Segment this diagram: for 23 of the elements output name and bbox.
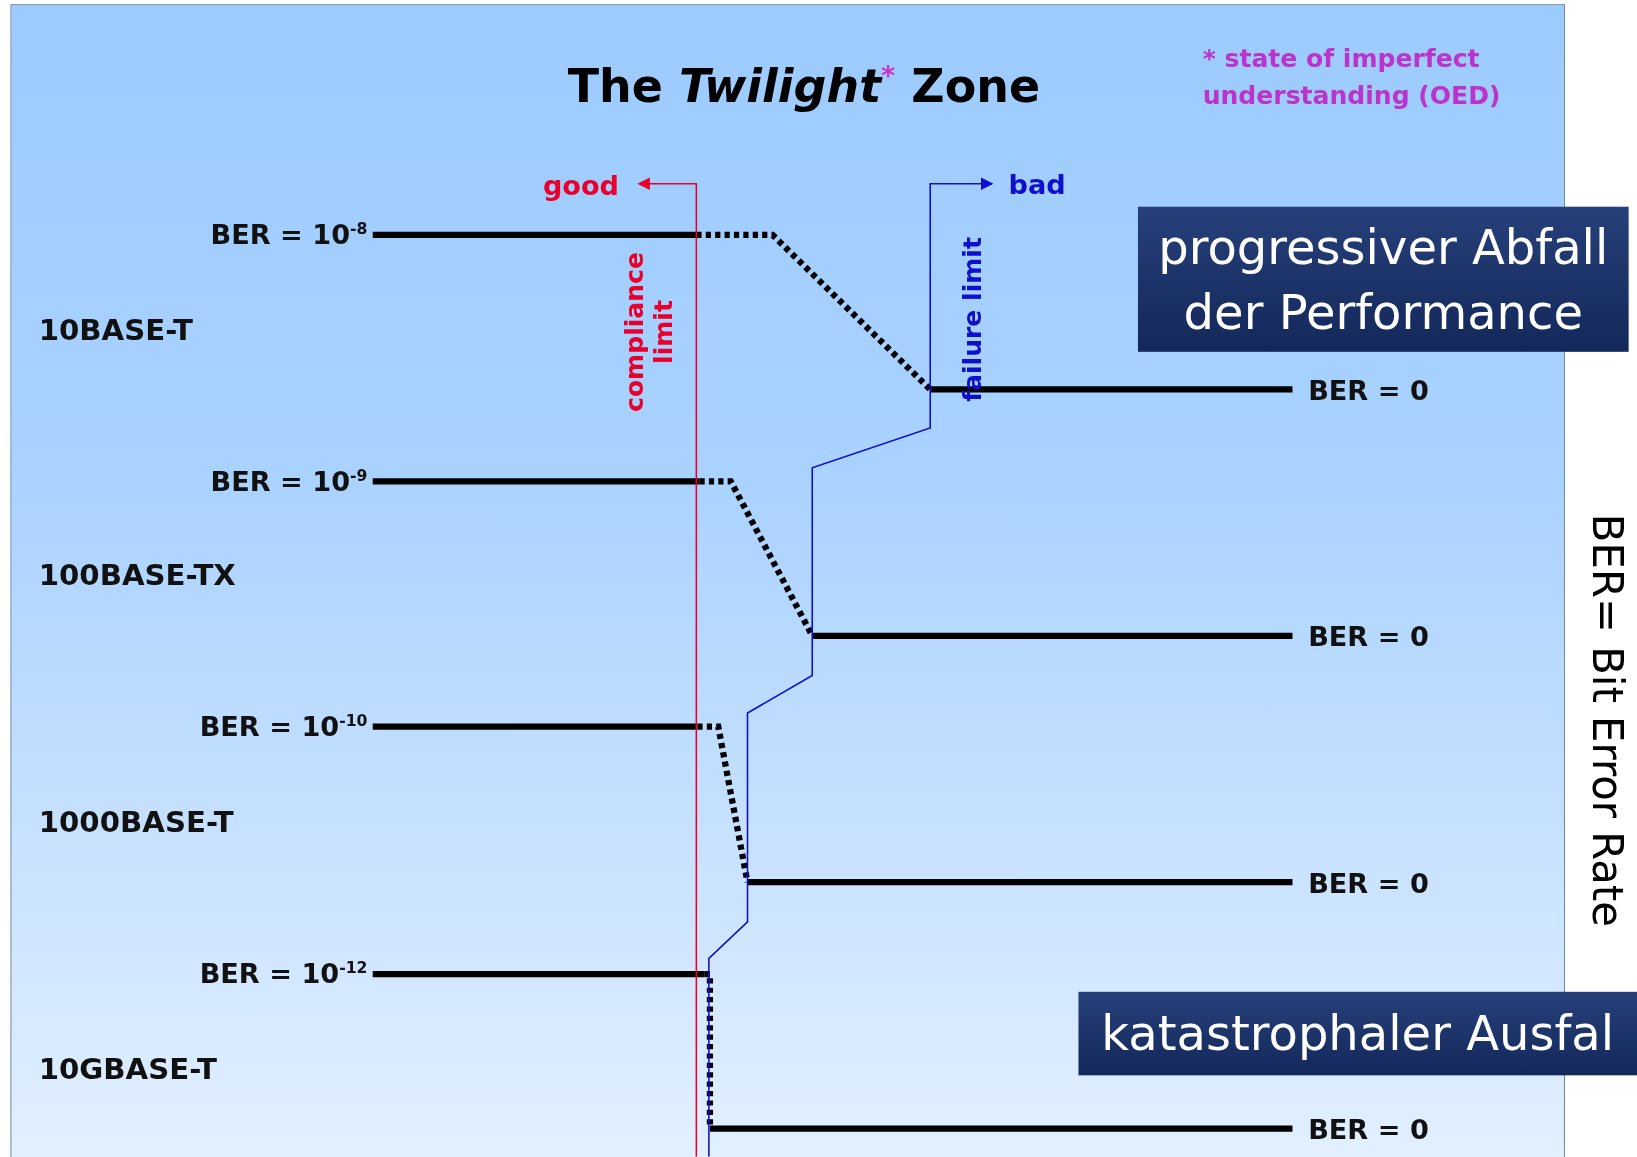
axis-note: BER= Bit Error Rate	[1583, 513, 1632, 927]
ber-label: BER = 0	[1308, 867, 1429, 899]
ber-label: BER = 0	[1308, 1113, 1429, 1146]
standard-label: 1000BASE-T	[38, 804, 234, 839]
callout-box	[1078, 991, 1637, 1076]
callout-text: katastrophaler Ausfal	[1101, 1004, 1615, 1064]
standard-label: 10GBASE-T	[38, 1051, 217, 1087]
ber-label: BER = 10$^{-10}$	[199, 710, 368, 743]
standard-label: 10BASE-T	[38, 312, 193, 348]
callout-box	[1137, 206, 1629, 352]
ber-label: BER = 10$^{-9}$	[210, 465, 368, 497]
callout-text: progressiver Abfall der Performance	[1157, 217, 1610, 342]
title: The Twilight$^{*}$ Zone	[567, 59, 1041, 113]
standard-label: 100BASE-TX	[38, 558, 236, 593]
ber-label: BER = 10$^{-12}$	[199, 958, 368, 990]
footnote: * state of imperfect understanding (OED)	[1202, 42, 1502, 113]
direction-label: bad	[1008, 169, 1066, 201]
limit-label: compliance limit	[620, 251, 679, 414]
ber-label: BER = 10$^{-8}$	[210, 219, 368, 251]
ber-label: BER = 0	[1308, 374, 1429, 407]
ber-label: BER = 0	[1308, 621, 1429, 653]
direction-label: good	[542, 170, 620, 202]
limit-label: failure limit	[958, 236, 988, 404]
